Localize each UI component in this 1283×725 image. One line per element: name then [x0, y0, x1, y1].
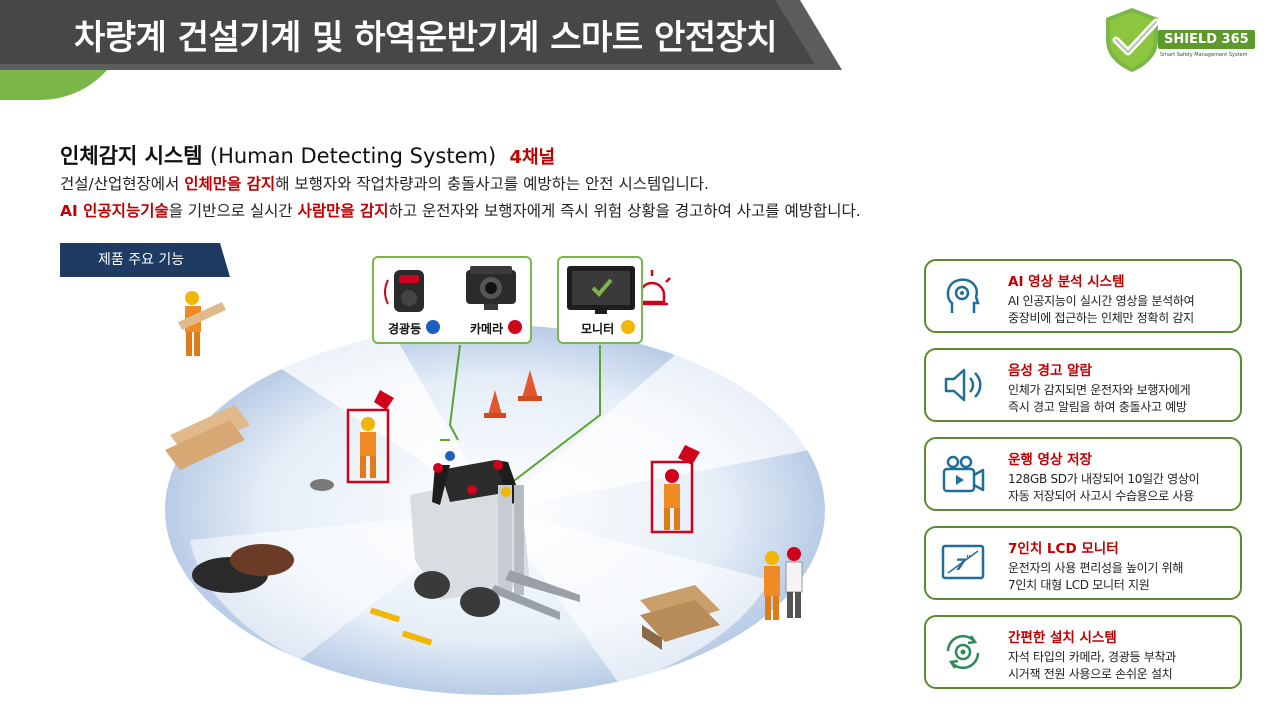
feature-card-install: 간편한 설치 시스템 자석 타입의 카메라, 경광등 부착과 시거잭 전원 사용…: [924, 615, 1242, 689]
warning-light-icon: [384, 270, 424, 312]
feature-desc-2: 시거잭 전원 사용으로 손쉬운 설치: [1008, 667, 1173, 681]
forklift: [410, 451, 580, 620]
detected-worker-right: [650, 445, 700, 534]
lumber-pile: [165, 405, 250, 470]
feature-card-ai: AI 영상 분석 시스템 AI 인공지능이 실시간 영상을 분석하여 중장비에 …: [924, 259, 1242, 333]
feature-desc-2: 자동 저장되어 사고시 수습용으로 사용: [1008, 489, 1194, 503]
camera-dot: [508, 320, 522, 334]
logo-tagline: Smart Safety Management System: [1160, 52, 1248, 58]
lcd-monitor-icon: 7 ": [941, 544, 985, 580]
sack-pallet: [640, 585, 720, 650]
shield365-logo: SHIELD 365 Smart Safety Management Syste…: [1100, 6, 1255, 74]
traffic-cones: [484, 370, 542, 418]
intro-line-2-highlight-2: 사람만을 감지: [297, 202, 389, 220]
monitor-icon: [567, 266, 635, 314]
feature-desc-2: 7인치 대형 LCD 모니터 지원: [1008, 578, 1150, 592]
intro-line-2-b: 하고 운전자와 보행자에게 즉시 위험 상황을 경고하여 사고를 예방합니다.: [388, 202, 861, 220]
feature-card-alarm: 음성 경고 알람 인체가 감지되면 운전자와 보행자에게 즉시 경고 알림을 하…: [924, 348, 1242, 422]
section-title: 인체감지 시스템 (Human Detecting System) 4채널: [60, 140, 555, 170]
page-title: 차량계 건설기계 및 하역운반기계 스마트 안전장치: [74, 18, 778, 58]
intro-line-2: AI 인공지능기술을 기반으로 실시간 사람만을 감지하고 운전자와 보행자에게…: [60, 199, 861, 221]
worker-carrying-lumber: [178, 291, 226, 356]
features-tab: 제품 주요 기능: [60, 243, 230, 277]
header-bar-inner: [0, 0, 815, 64]
road-barriers: [369, 607, 433, 646]
intro-line-1-b: 해 보행자와 작업차량과의 충돌사고를 예방하는 안전 시스템입니다.: [275, 175, 709, 193]
scene-illustration: [165, 270, 825, 695]
camera-icon: [466, 266, 516, 310]
device-box-monitor: 모니터: [557, 256, 643, 344]
feature-title: 7인치 LCD 모니터: [1008, 541, 1119, 557]
feature-desc-2: 중장비에 접근하는 인체만 정확히 감지: [1008, 311, 1194, 325]
device-cables: [440, 344, 601, 491]
video-camera-icon: [942, 455, 985, 493]
camera-label: 카메라: [470, 322, 504, 336]
feature-desc-1: 자석 타입의 카메라, 경광등 부착과: [1008, 650, 1176, 664]
feature-desc-1: AI 인공지능이 실시간 영상을 분석하여: [1008, 294, 1195, 308]
intro-line-2-highlight-1: AI 인공지능기술: [60, 202, 169, 220]
warning-light-dot: [426, 320, 440, 334]
section-title-ko: 인체감지 시스템: [60, 144, 203, 168]
feature-desc-1: 인체가 감지되면 운전자와 보행자에게: [1008, 383, 1191, 397]
ai-head-icon: [946, 278, 980, 313]
feature-desc-2: 즉시 경고 알림을 하여 충돌사고 예방: [1008, 400, 1187, 414]
detection-scene: 경광등 카메라 모니터: [150, 240, 850, 710]
speaker-icon: [944, 368, 982, 402]
feature-card-recording: 운행 영상 저장 128GB SD가 내장되어 10일간 영상이 자동 저장되어…: [924, 437, 1242, 511]
intro-line-2-a: 을 기반으로 실시간: [168, 202, 298, 220]
gear-refresh-icon: [946, 634, 980, 670]
intro-line-1-a: 건설/산업현장에서: [60, 175, 185, 193]
feature-title: 운행 영상 저장: [1008, 452, 1092, 468]
channel-badge: 4채널: [509, 147, 556, 168]
svg-text:": ": [966, 554, 971, 565]
monitor-label: 모니터: [581, 322, 615, 336]
device-box-light-camera: 경광등 카메라: [372, 256, 532, 344]
intro-line-1-highlight: 인체만을 감지: [184, 175, 276, 193]
warning-light-label: 경광등: [388, 322, 422, 336]
shield-check-icon: [1106, 8, 1160, 72]
feature-desc-1: 128GB SD가 내장되어 10일간 영상이: [1008, 472, 1200, 486]
feature-card-lcd: 7 " 7인치 LCD 모니터 운전자의 사용 편리성을 높이기 위해 7인치 …: [924, 526, 1242, 600]
supervisors-pair: [764, 547, 803, 620]
feature-desc-1: 운전자의 사용 편리성을 높이기 위해: [1008, 561, 1184, 575]
intro-line-1: 건설/산업현장에서 인체만을 감지해 보행자와 작업차량과의 충돌사고를 예방하…: [60, 172, 709, 194]
section-title-en: (Human Detecting System): [209, 144, 497, 168]
debris-pile: [192, 544, 294, 593]
detected-worker-left: [310, 390, 394, 491]
feature-title: 간편한 설치 시스템: [1008, 630, 1117, 646]
logo-name: SHIELD 365: [1158, 30, 1255, 49]
feature-title: 음성 경고 알람: [1008, 363, 1092, 379]
feature-title: AI 영상 분석 시스템: [1008, 274, 1125, 290]
monitor-dot: [621, 320, 635, 334]
svg-text:7: 7: [955, 555, 967, 574]
